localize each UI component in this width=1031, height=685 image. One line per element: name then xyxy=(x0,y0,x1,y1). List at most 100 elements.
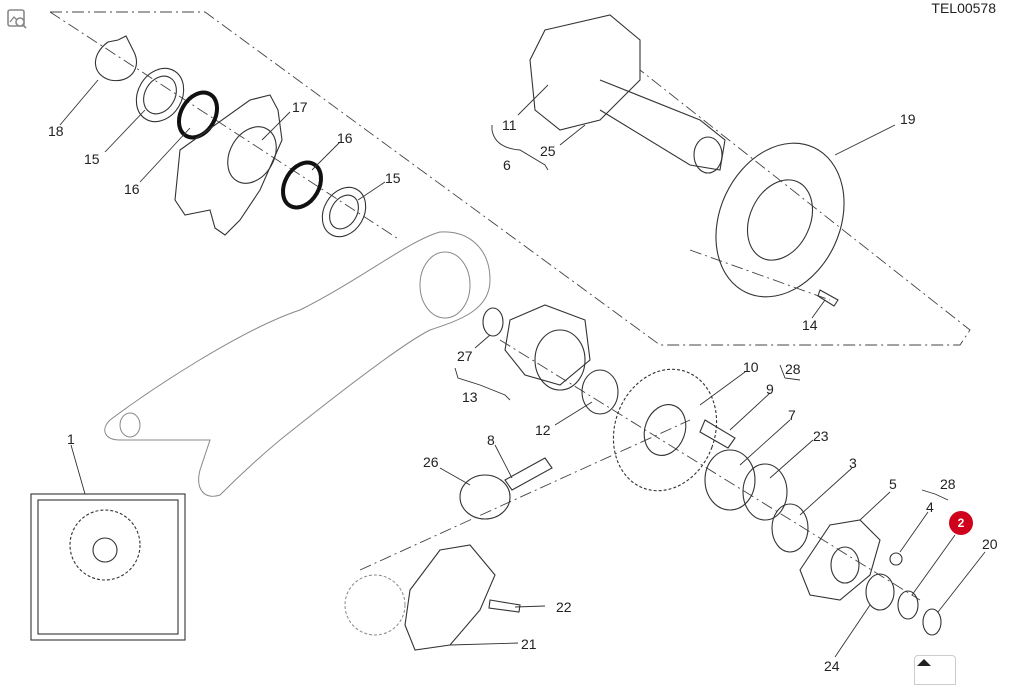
drawing-code: TEL00578 xyxy=(931,0,996,16)
callout-26: 26 xyxy=(423,454,439,470)
sprocket-10-hub xyxy=(643,404,687,456)
leader-7 xyxy=(739,419,791,466)
swingarm-ghost xyxy=(104,231,491,497)
leader-2 xyxy=(911,534,956,596)
leader-23 xyxy=(769,439,814,479)
callout-9: 9 xyxy=(766,381,774,397)
cover-21 xyxy=(404,544,496,651)
nut-4 xyxy=(889,552,903,566)
eccentric-hub-13 xyxy=(504,304,591,386)
callout-5: 5 xyxy=(889,476,897,492)
hub-6-shaft xyxy=(599,79,726,171)
leader-20 xyxy=(937,551,986,613)
circlip-20 xyxy=(922,608,942,636)
ring-nut-2 xyxy=(897,590,919,620)
callout-6: 6 xyxy=(503,157,511,173)
callout-10: 10 xyxy=(743,359,759,375)
caret-up-icon xyxy=(917,659,931,666)
callout-22: 22 xyxy=(556,599,572,615)
bolt-22 xyxy=(488,599,521,613)
callout-13: 13 xyxy=(462,389,478,405)
flange-5-center xyxy=(830,546,860,584)
leader-22 xyxy=(514,605,546,608)
front-sprocket-ghost xyxy=(344,574,406,636)
callout-25: 25 xyxy=(540,143,556,159)
circlip-18 xyxy=(94,35,137,82)
leader-4 xyxy=(899,511,929,553)
leader-8 xyxy=(494,444,513,479)
swingarm-pivot-ghost xyxy=(419,251,471,319)
bracket-17 xyxy=(174,94,283,236)
callout-19: 19 xyxy=(900,111,916,127)
washer-3 xyxy=(771,503,809,553)
bracket-17-ring xyxy=(227,126,277,184)
scroll-top-button[interactable] xyxy=(914,655,956,685)
leader-12 xyxy=(554,401,593,426)
axis-line-3 xyxy=(689,249,831,301)
leader-1 xyxy=(70,444,86,495)
assembly-outline xyxy=(50,11,971,346)
leader-24 xyxy=(834,604,871,658)
leader-18 xyxy=(59,79,99,126)
flange-5 xyxy=(799,519,881,601)
leader-21 xyxy=(449,642,519,646)
callout-23: 23 xyxy=(813,428,829,444)
callout-27: 27 xyxy=(457,348,473,364)
callout-7: 7 xyxy=(788,407,796,423)
spacer-12 xyxy=(581,369,619,415)
leader-25 xyxy=(559,124,586,146)
callout-17: 17 xyxy=(292,99,308,115)
callout-1: 1 xyxy=(67,431,75,447)
ring-27 xyxy=(482,307,504,337)
hub-6 xyxy=(529,14,641,131)
callout-28-b: 28 xyxy=(940,476,956,492)
bracket-13 xyxy=(454,367,511,401)
chain-link-8 xyxy=(504,457,553,491)
image-search-icon[interactable] xyxy=(6,8,28,30)
callout-21: 21 xyxy=(521,636,537,652)
callout-15-b: 15 xyxy=(385,170,401,186)
leader-14 xyxy=(811,299,826,319)
callout-16-b: 16 xyxy=(337,130,353,146)
washer-15b-inner xyxy=(329,194,359,230)
callout-14: 14 xyxy=(802,317,818,333)
callout-28: 28 xyxy=(785,361,801,377)
bracket-6 xyxy=(491,125,549,171)
callout-16: 16 xyxy=(124,181,140,197)
oring-16b xyxy=(281,160,323,210)
callout-24: 24 xyxy=(824,658,840,674)
eccentric-hub-13-bearing xyxy=(534,329,586,391)
washer-15a xyxy=(135,67,185,123)
callout-8: 8 xyxy=(487,432,495,448)
swingarm-front-ghost xyxy=(119,412,141,438)
leader-5 xyxy=(859,491,891,521)
leader-16a xyxy=(139,127,191,183)
callout-18: 18 xyxy=(48,123,64,139)
leader-11 xyxy=(517,84,549,116)
callout-20: 20 xyxy=(982,536,998,552)
inset-1-hub xyxy=(92,537,118,563)
inset-1-sprocket xyxy=(69,509,141,581)
washer-24 xyxy=(865,573,895,611)
leader-15a xyxy=(104,109,146,153)
hub-6-end xyxy=(693,136,723,174)
leader-15b xyxy=(357,181,386,201)
axis-line-2 xyxy=(359,419,691,571)
washer-15b xyxy=(321,186,367,238)
plate-26 xyxy=(459,474,511,520)
leader-19 xyxy=(834,124,896,156)
axis-line-1 xyxy=(49,11,401,241)
oring-16a xyxy=(177,90,219,140)
inset-1-inner xyxy=(37,499,179,635)
leader-17 xyxy=(261,111,291,141)
brake-disc-19-center xyxy=(746,179,814,261)
sprocket-10 xyxy=(612,368,718,492)
bolt-14 xyxy=(817,289,839,307)
bush-23 xyxy=(742,463,788,521)
leader-9 xyxy=(729,392,771,431)
bush-7 xyxy=(704,449,756,511)
highlighted-part-badge[interactable]: 2 xyxy=(949,511,973,535)
washer-15a-inner xyxy=(143,75,177,115)
